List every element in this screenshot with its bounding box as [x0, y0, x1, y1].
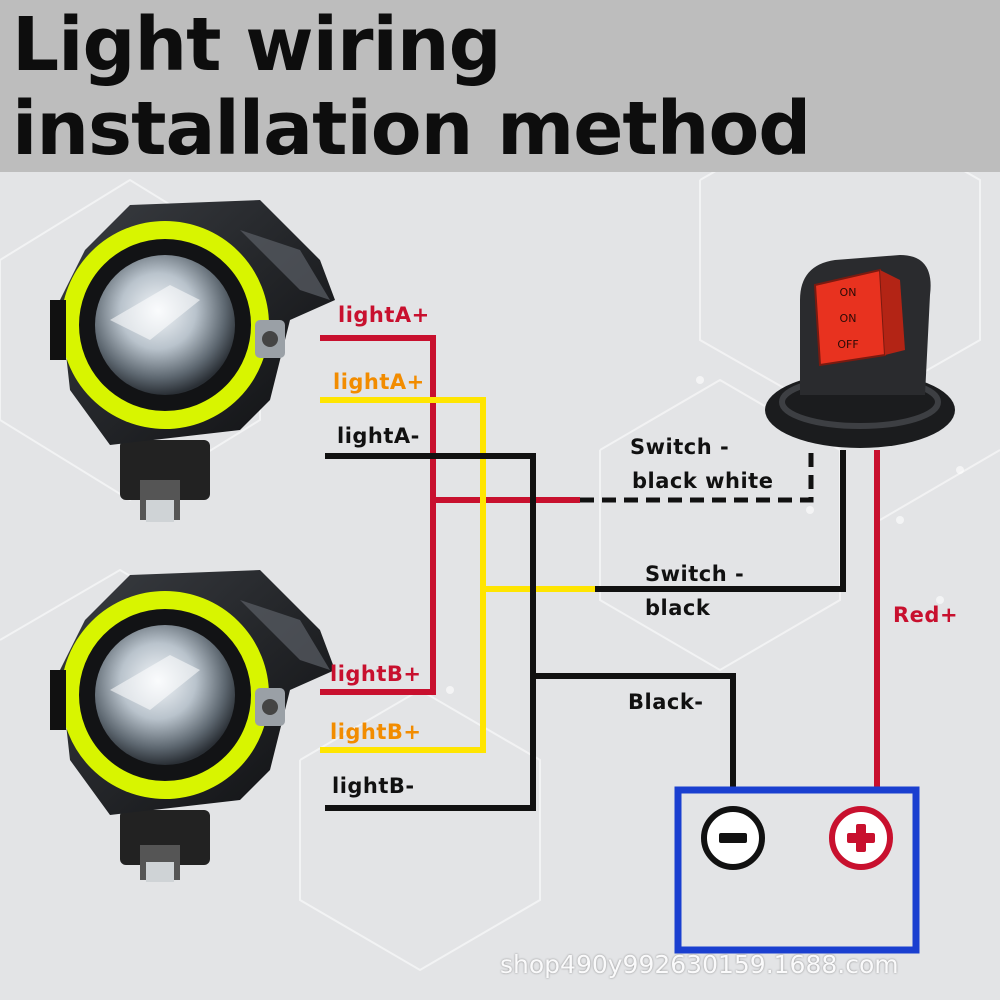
label-switch-black-white-line2: black white — [632, 469, 774, 493]
label-switch-black-line1: Switch - — [645, 562, 745, 586]
switch-pos-on-2: ON — [840, 312, 857, 325]
switch-pos-on-1: ON — [840, 286, 857, 299]
label-switch-black-white-line1: Switch - — [630, 435, 730, 459]
label-black-neg: Black- — [628, 690, 704, 714]
black-wires — [325, 450, 846, 811]
yellow-wires — [320, 397, 595, 753]
handlebar-switch[interactable]: ON ON OFF — [765, 255, 955, 448]
label-lightA-pos-red: lightA+ — [338, 303, 430, 327]
label-lightB-pos-red: lightB+ — [330, 662, 422, 686]
red-wires — [320, 335, 880, 790]
label-lightB-neg: lightB- — [332, 774, 415, 798]
label-red-pos: Red+ — [893, 603, 959, 627]
page-title-line-2: installation method — [12, 86, 811, 172]
black-white-dashed-wire — [580, 450, 814, 503]
lamp-b — [50, 570, 335, 882]
title-bar — [0, 0, 1000, 172]
label-lightB-pos-yellow: lightB+ — [330, 720, 422, 744]
label-lightA-pos-yellow: lightA+ — [333, 370, 425, 394]
label-switch-black-line2: black — [645, 596, 711, 620]
minus-circle-icon — [701, 806, 765, 870]
rocker-switch-icon: ON ON OFF — [765, 255, 955, 448]
watermark: shop490y992630159.1688.com — [500, 950, 899, 979]
lamp-a — [50, 200, 335, 522]
label-lightA-neg: lightA- — [337, 424, 420, 448]
spotlight-icon — [50, 200, 335, 522]
page-title-line-1: Light wiring — [12, 2, 502, 88]
spotlight-icon — [50, 570, 335, 882]
switch-pos-off: OFF — [837, 338, 858, 351]
plus-circle-icon — [829, 806, 893, 870]
battery — [674, 786, 920, 954]
